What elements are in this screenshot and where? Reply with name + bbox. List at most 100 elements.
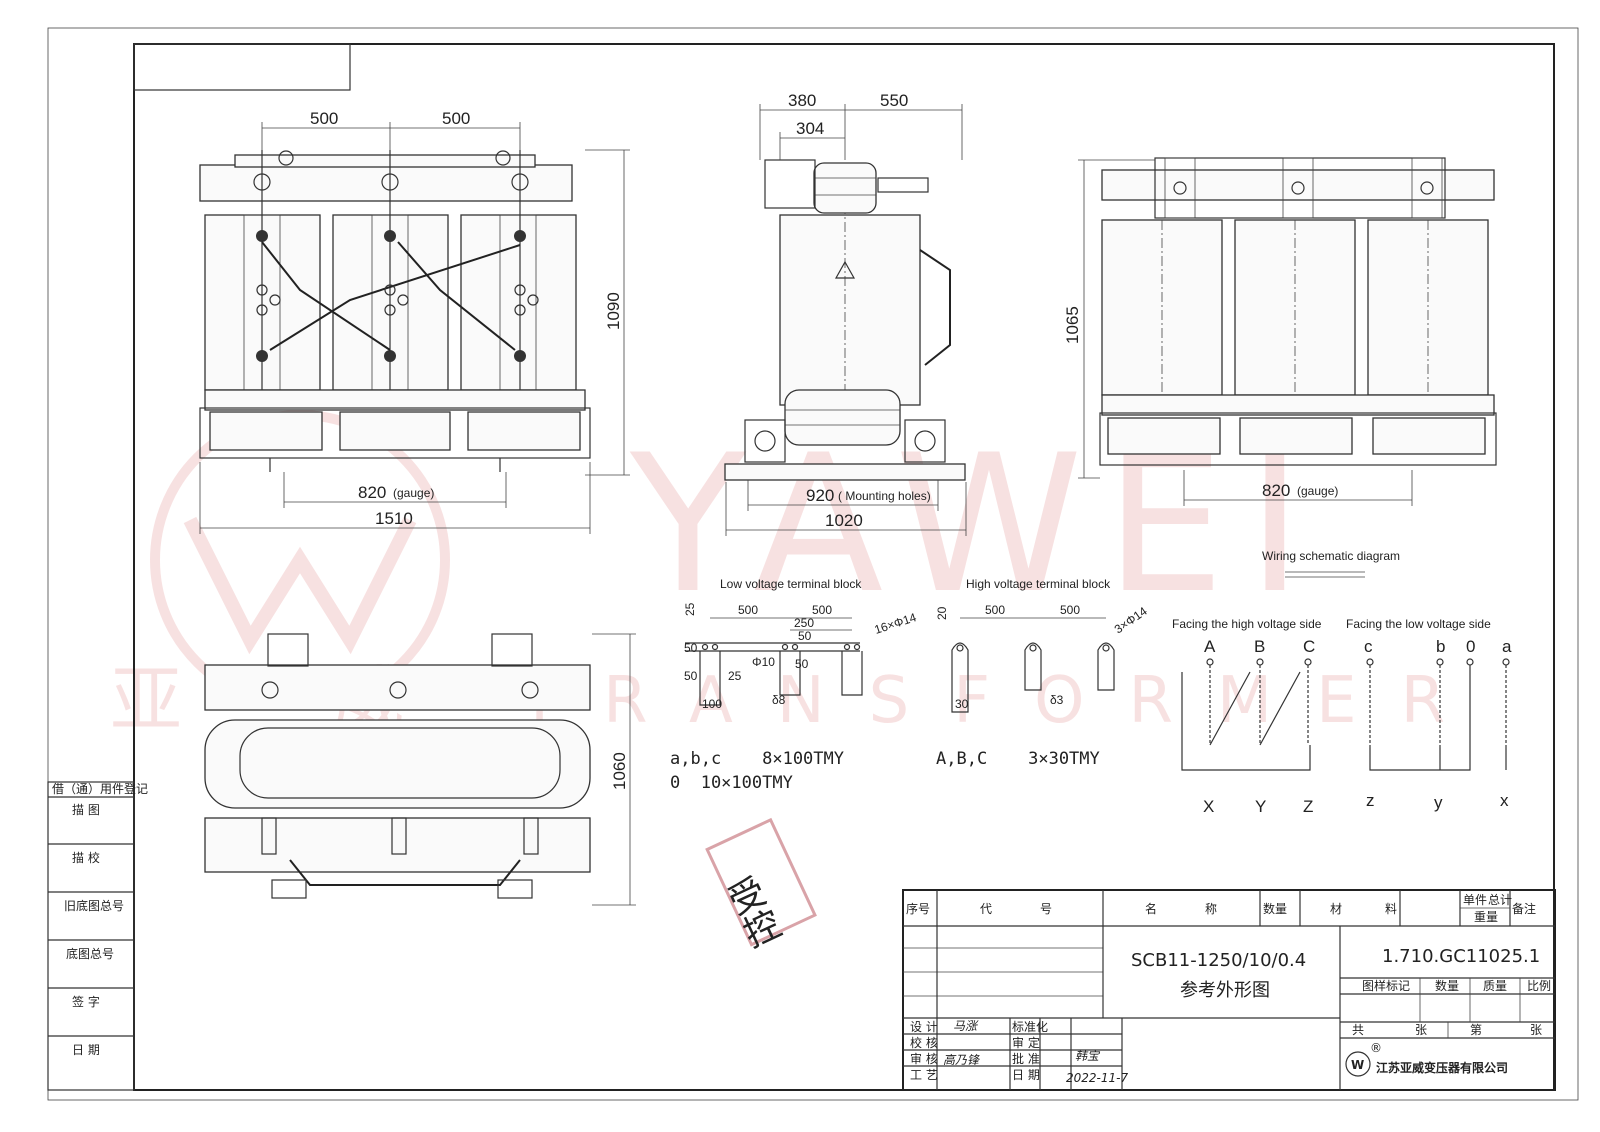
tb-col-name-2: 称 (1205, 902, 1217, 916)
tb-col-code-1: 代 (980, 902, 992, 916)
lv-dim-500b: 500 (812, 603, 832, 617)
wiring-lv-a: a (1502, 637, 1512, 656)
lv-dim-50b: 50 (684, 669, 698, 683)
lv-terminal-block: Low voltage terminal block 25 500 250 50… (670, 577, 918, 793)
side-dim-top-right: 550 (880, 91, 908, 110)
hv-dim-500b: 500 (1060, 603, 1080, 617)
registry-row-5: 签 字 (72, 994, 100, 1009)
registry-row-1: 描 图 (72, 803, 100, 817)
tb-sign-verify: 审 定 (1012, 1035, 1040, 1050)
front-view: 500 500 1090 820 (gauge) 1510 (199, 109, 630, 534)
tb-col-mat-1: 材 (1330, 902, 1342, 916)
watermark-sub: TRANSFORMER (519, 664, 1489, 738)
wiring-schematic: Wiring schematic diagram Facing the high… (1172, 549, 1512, 816)
tb-drawing-no: 1.710.GC11025.1 (1382, 946, 1540, 967)
tb-designer-signature: 马涨 (953, 1019, 979, 1033)
registry-row-6: 日 期 (72, 1043, 100, 1057)
stamp-text: 受控 (717, 871, 785, 954)
wiring-hv-X: X (1203, 797, 1214, 816)
tb-company: 江苏亚威变压器有限公司 (1376, 1060, 1508, 1075)
company-logo: W ® (1345, 1041, 1382, 1077)
tb-sign-review: 审 核 (910, 1051, 938, 1066)
tb-signature-date: 2022-11-7 (1066, 1071, 1128, 1085)
hv-spec-1: A,B,C 3×30TMY (936, 749, 1100, 769)
lv-spec-1: a,b,c 8×100TMY (670, 749, 844, 769)
company-logo-mark: W (1351, 1058, 1364, 1072)
hv-dim-30: 30 (955, 697, 969, 711)
lv-dim-25: 25 (683, 602, 697, 616)
registry-row-2: 描 校 (72, 850, 100, 865)
tb-meta-mass: 质量 (1483, 979, 1507, 993)
wiring-title: Wiring schematic diagram (1262, 549, 1400, 563)
top-view: 1060 (204, 633, 636, 906)
front-dim-gauge: 820 (358, 483, 386, 502)
front-gauge-note: (gauge) (393, 486, 434, 500)
tb-sign-approve: 批 准 (1012, 1051, 1040, 1066)
wiring-lv-0: 0 (1466, 637, 1475, 656)
tb-sign-standard: 标准化 (1012, 1020, 1048, 1034)
registry-row-4: 底图总号 (66, 946, 114, 961)
side-dim-inner: 304 (796, 119, 824, 138)
tb-sign-date: 日 期 (1012, 1068, 1040, 1082)
tb-meta-mark: 图样标记 (1362, 978, 1410, 993)
tb-sign-design: 设 计 (910, 1020, 938, 1034)
wiring-lv-x: x (1500, 791, 1509, 810)
tb-sheet-no: 第 (1470, 1023, 1482, 1037)
side-holes-note: ( Mounting holes) (838, 489, 931, 503)
tb-sheet-no-unit: 张 (1530, 1023, 1542, 1037)
lv-dim-100: 100 (702, 697, 722, 711)
registry-row-3: 旧底图总号 (64, 898, 124, 913)
wiring-hv-Z: Z (1303, 797, 1313, 816)
tb-sheet-total: 共 (1352, 1023, 1364, 1037)
wiring-hv-B: B (1254, 637, 1265, 656)
lv-block-title: Low voltage terminal block (720, 577, 862, 591)
tb-col-mat-2: 料 (1385, 902, 1397, 916)
tb-model: SCB11-1250/10/0.4 (1131, 950, 1306, 971)
wiring-lv-y: y (1434, 793, 1443, 812)
tb-col-code-2: 号 (1040, 902, 1052, 916)
outer-frame (47, 27, 1579, 1101)
wiring-hv-C: C (1303, 637, 1315, 656)
front-dim-height: 1090 (604, 292, 623, 330)
lv-dim-50c: 50 (795, 657, 809, 671)
side-view: 380 550 304 920 ( Mounting holes) 1020 (724, 91, 967, 536)
tb-drawing-name: 参考外形图 (1180, 980, 1270, 1001)
title-block: 序号 代 号 名 称 数量 材 料 单件 总计 重量 备注 SCB11-1250… (902, 889, 1556, 1091)
side-dim-holes: 920 (806, 486, 834, 505)
wiring-lv-side: Facing the low voltage side (1346, 617, 1491, 631)
hv-dim-d3: δ3 (1050, 693, 1064, 707)
tb-sign-check: 校 核 (910, 1035, 938, 1050)
lv-dim-25b: 25 (728, 669, 742, 683)
approval-stamp: 受控 (705, 817, 817, 954)
lv-dim-phi10: Φ10 (752, 655, 775, 669)
tb-sheet-total-unit: 张 (1415, 1023, 1427, 1037)
inner-frame (133, 43, 1555, 1091)
corner-box (133, 43, 351, 91)
lv-dim-250: 250 (794, 616, 814, 630)
wiring-lv-b: b (1436, 637, 1445, 656)
tb-meta-scale: 比例 (1527, 979, 1551, 993)
tb-col-total: 总计 (1488, 893, 1512, 907)
lv-spec-2: 0 10×100TMY (670, 773, 793, 793)
wiring-hv-A: A (1204, 637, 1216, 656)
lv-dim-d8: δ8 (772, 693, 786, 707)
wiring-hv-Y: Y (1255, 797, 1266, 816)
back-dim-height: 1065 (1063, 306, 1082, 344)
tb-col-remark: 备注 (1512, 901, 1536, 916)
hv-dim-20: 20 (935, 606, 949, 620)
registry-header: 借（通）用件登记 (52, 781, 148, 796)
side-dim-width: 1020 (825, 511, 863, 530)
hv-block-title: High voltage terminal block (966, 577, 1111, 591)
lv-dim-50a: 50 (684, 641, 698, 655)
tb-sign-process: 工 艺 (910, 1068, 938, 1082)
side-dim-top-left: 380 (788, 91, 816, 110)
lv-dim-50d: 50 (798, 629, 812, 643)
wiring-lv-c: c (1364, 637, 1373, 656)
back-dim-gauge: 820 (1262, 481, 1290, 500)
left-registry-strip: 借（通）用件登记 描 图 描 校 旧底图总号 底图总号 签 字 日 期 (47, 781, 148, 1091)
hv-dim-500a: 500 (985, 603, 1005, 617)
tb-meta-qty: 数量 (1435, 978, 1459, 993)
wiring-hv-side: Facing the high voltage side (1172, 617, 1322, 631)
lv-dim-500a: 500 (738, 603, 758, 617)
